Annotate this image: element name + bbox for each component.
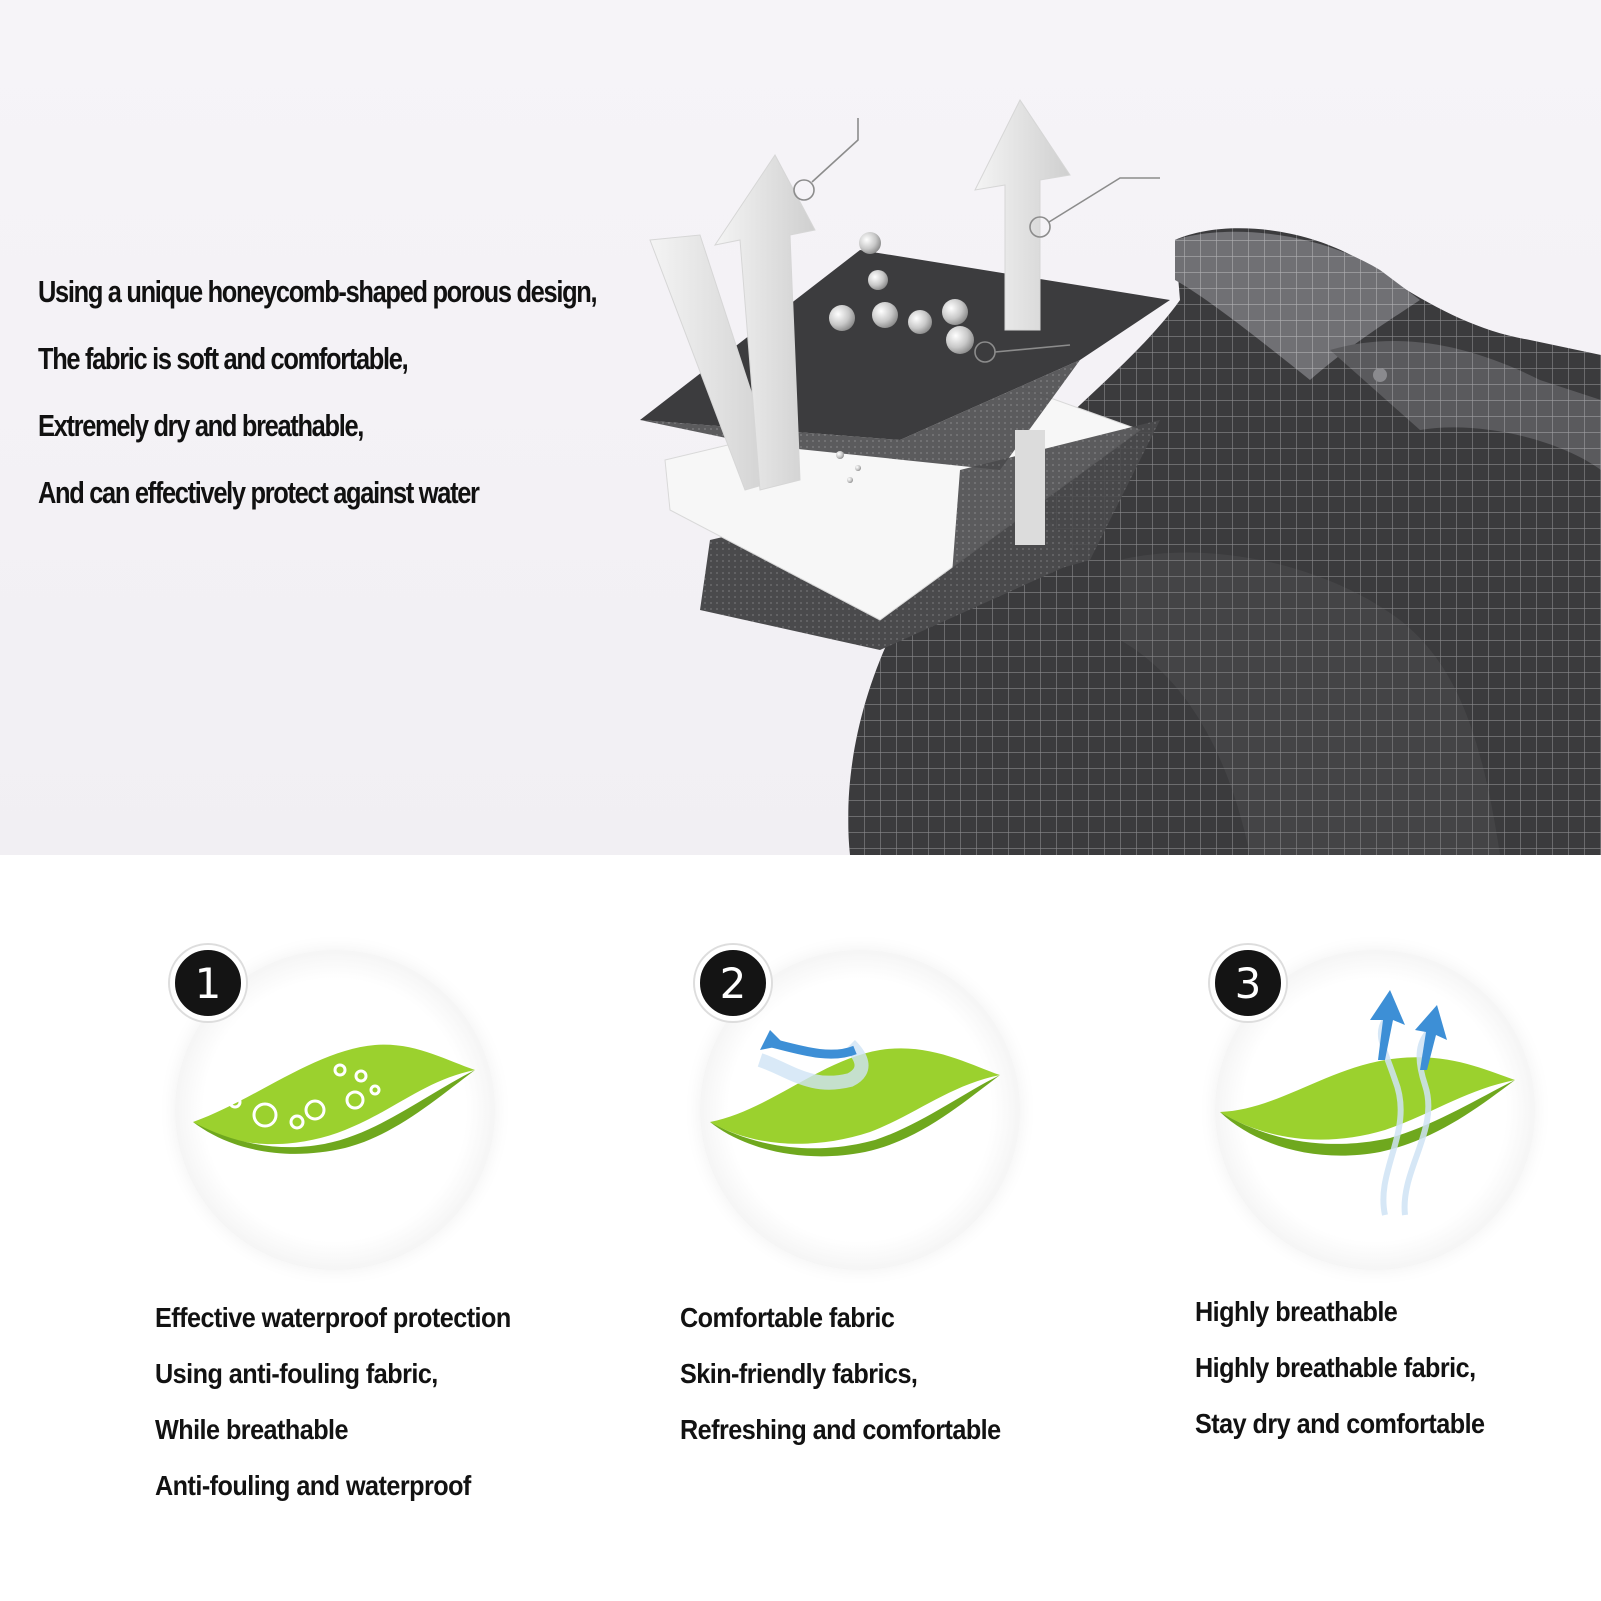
- feature-waterproof: 1 Effective waterproof protection Using …: [155, 930, 635, 1550]
- hero-description: Using a unique honeycomb-shaped porous d…: [38, 258, 658, 526]
- feature-title: Comfortable fabric: [680, 1302, 895, 1333]
- leaf-breathable-icon: [1220, 990, 1515, 1216]
- feature-description: Comfortable fabric Skin-friendly fabrics…: [680, 1290, 1160, 1458]
- hero-section: Using a unique honeycomb-shaped porous d…: [0, 0, 1601, 855]
- feature-description: Highly breathable Highly breathable fabr…: [1195, 1284, 1601, 1452]
- feature-line: Refreshing and comfortable: [680, 1414, 1001, 1445]
- feature-line: Anti-fouling and waterproof: [155, 1470, 471, 1501]
- hero-line-3: Extremely dry and breathable,: [38, 408, 364, 443]
- feature-title: Highly breathable: [1195, 1296, 1398, 1327]
- hero-line-4: And can effectively protect against wate…: [38, 475, 480, 510]
- fabric-illustration: [640, 99, 1601, 855]
- leaf-airflow-icon: [710, 1030, 1000, 1157]
- hero-line-2: The fabric is soft and comfortable,: [38, 341, 409, 376]
- step-number-badge: 3: [1210, 945, 1286, 1021]
- water-droplets-icon: [829, 232, 974, 483]
- feature-description: Effective waterproof protection Using an…: [155, 1290, 635, 1514]
- feature-line: While breathable: [155, 1414, 349, 1445]
- feature-line: Skin-friendly fabrics,: [680, 1358, 918, 1389]
- feature-line: Using anti-fouling fabric,: [155, 1358, 438, 1389]
- step-number-badge: 1: [170, 945, 246, 1021]
- feature-breathable: 3 Highly breathable Highly breathable fa…: [1195, 930, 1601, 1550]
- leaf-droplets-icon: [193, 1044, 475, 1154]
- feature-comfortable: 2 Comfortable fabric Skin-friendly fabri…: [680, 930, 1160, 1550]
- wireframe-shirt: [848, 228, 1601, 855]
- callout-lines: [793, 118, 1160, 363]
- feature-title: Effective waterproof protection: [155, 1302, 511, 1333]
- step-number-badge: 2: [695, 945, 771, 1021]
- feature-line: Highly breathable fabric,: [1195, 1352, 1476, 1383]
- hero-line-1: Using a unique honeycomb-shaped porous d…: [38, 274, 598, 309]
- air-arrows-icon: [649, 99, 1071, 545]
- feature-line: Stay dry and comfortable: [1195, 1408, 1485, 1439]
